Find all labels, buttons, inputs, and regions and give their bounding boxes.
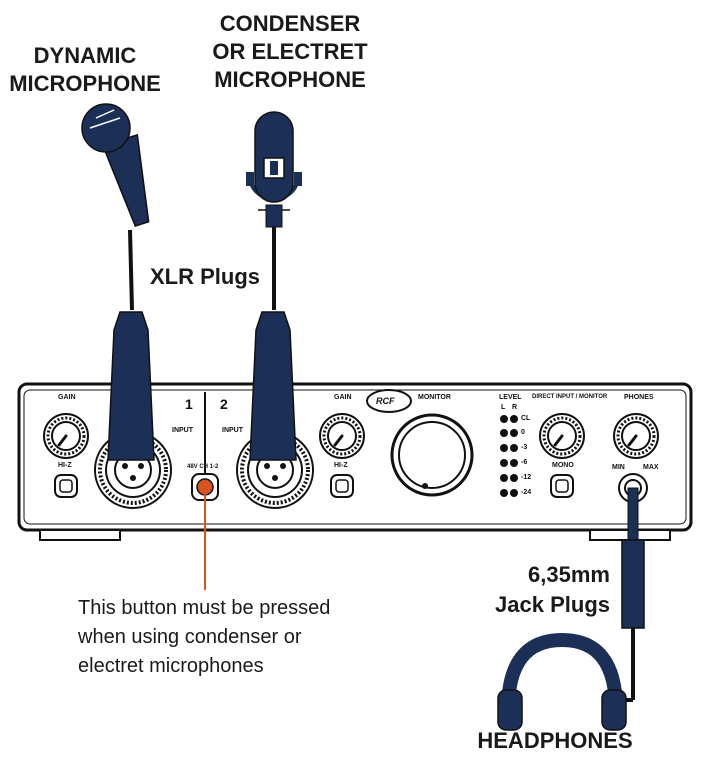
jack-plugs-label: 6,35mm Jack Plugs (480, 560, 610, 620)
headphones-label: HEADPHONES (477, 728, 633, 753)
jack-plugs-label-line1: 6,35mm (528, 562, 610, 587)
meter-label-minus12: -12 (521, 474, 532, 481)
condenser-mic-label: CONDENSER OR ELECTRET MICROPHONE (200, 10, 380, 94)
direct-input-monitor-knob[interactable] (538, 412, 586, 460)
dynamic-mic-label-line1: DYNAMIC (33, 43, 137, 68)
meter-label-minus6: -6 (521, 459, 528, 466)
xlr-plug-right (249, 311, 297, 461)
phones-knob[interactable] (612, 412, 660, 460)
level-r-text: R (512, 404, 518, 411)
gain-knob-right[interactable] (318, 412, 366, 460)
channel-1-label: 1 (185, 396, 193, 412)
level-meter (500, 415, 518, 497)
hiz-right-text: HI-Z (334, 462, 348, 469)
hiz-left-text: HI-Z (58, 462, 72, 469)
dynamic-mic-label: DYNAMIC MICROPHONE (0, 42, 170, 98)
phantom-power-button[interactable] (191, 473, 219, 501)
condenser-mic-label-line1: CONDENSER (219, 11, 361, 36)
phantom-text: 48V CH 1-2 (187, 464, 219, 470)
xlr-plug-left (107, 311, 155, 461)
phantom-note-line3: electret microphones (78, 655, 264, 677)
gain-right-text: GAIN (334, 394, 352, 401)
rcf-logo (366, 389, 412, 413)
mono-text: MONO (552, 462, 574, 469)
direct-input-text: DIRECT INPUT / MONITOR (532, 394, 608, 400)
condenser-mic-label-line3: MICROPHONE (214, 67, 366, 92)
level-text: LEVEL (499, 394, 522, 401)
phantom-note: This button must be pressed when using c… (78, 594, 398, 681)
monitor-text: MONITOR (418, 394, 451, 401)
jack-plug (610, 487, 645, 702)
min-text: MIN (612, 464, 625, 471)
phantom-note-line1: This button must be pressed (78, 597, 331, 619)
max-text: MAX (643, 464, 659, 471)
meter-label-minus24: -24 (521, 489, 532, 496)
brand-text: RCF (376, 396, 395, 406)
phantom-note-line2: when using condenser or (78, 626, 302, 648)
phones-text: PHONES (624, 394, 654, 401)
xlr-plugs-label: XLR Plugs (150, 264, 261, 289)
headphones-icon (497, 632, 627, 731)
input-2-text: INPUT (222, 427, 243, 434)
input-1-text: INPUT (172, 427, 193, 434)
hiz-button-right[interactable] (330, 474, 354, 498)
meter-label-minus3: -3 (521, 444, 528, 451)
level-l-text: L (501, 404, 506, 411)
meter-leds (500, 415, 518, 497)
condenser-microphone-icon (246, 111, 302, 310)
gain-knob-left[interactable] (42, 412, 90, 460)
jack-plugs-label-line2: Jack Plugs (495, 592, 610, 617)
channel-2-label: 2 (220, 396, 228, 412)
dynamic-microphone-icon (81, 103, 150, 311)
meter-label-cl: CL (521, 415, 531, 422)
monitor-knob[interactable] (390, 413, 474, 497)
meter-label-0: 0 (521, 429, 525, 436)
mono-button[interactable] (550, 474, 574, 498)
dynamic-mic-label-line2: MICROPHONE (9, 71, 161, 96)
hiz-button-left[interactable] (54, 474, 78, 498)
condenser-mic-label-line2: OR ELECTRET (212, 39, 368, 64)
gain-left-text: GAIN (58, 394, 76, 401)
